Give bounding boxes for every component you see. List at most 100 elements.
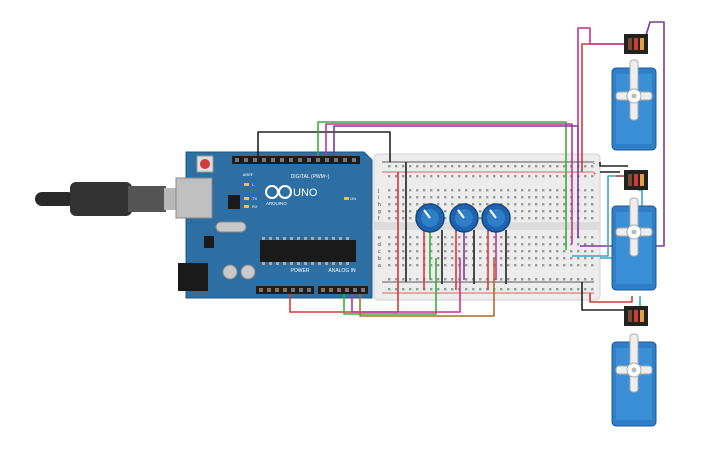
breadboard-hole xyxy=(563,257,566,260)
rail-hole xyxy=(479,175,482,178)
breadboard-hole xyxy=(388,243,391,246)
breadboard-hole xyxy=(514,210,517,213)
rail-hole xyxy=(507,288,510,291)
voltage-regulator xyxy=(204,236,214,248)
breadboard-hole xyxy=(584,236,587,239)
breadboard-hole xyxy=(542,203,545,206)
breadboard-hole xyxy=(570,250,573,253)
breadboard-hole xyxy=(577,264,580,267)
breadboard-hole xyxy=(556,210,559,213)
wire-purple-pin xyxy=(333,125,579,238)
l-label: L xyxy=(252,182,255,187)
breadboard-hole xyxy=(451,257,454,260)
breadboard-hole xyxy=(542,236,545,239)
potentiometer-1[interactable] xyxy=(415,203,445,233)
breadboard-hole xyxy=(465,257,468,260)
breadboard-hole xyxy=(395,203,398,206)
reset-button[interactable] xyxy=(200,159,210,169)
usb-chip xyxy=(228,195,240,209)
breadboard-hole xyxy=(444,189,447,192)
breadboard-hole xyxy=(570,243,573,246)
rail-hole xyxy=(409,278,412,281)
rail-hole xyxy=(542,278,545,281)
rail-hole xyxy=(486,175,489,178)
breadboard-hole xyxy=(528,243,531,246)
rail-hole xyxy=(444,278,447,281)
wire-servo3-gnd xyxy=(581,282,630,311)
servo-motor-1[interactable] xyxy=(611,34,657,151)
servo-motor-2[interactable] xyxy=(611,170,657,291)
rail-hole xyxy=(584,278,587,281)
minus-rail-label: - xyxy=(593,161,595,167)
atmega-chip xyxy=(260,240,356,262)
rail-hole xyxy=(444,288,447,291)
rail-hole xyxy=(416,165,419,168)
breadboard-hole xyxy=(458,196,461,199)
breadboard-hole xyxy=(591,257,594,260)
breadboard-hole xyxy=(570,257,573,260)
rail-hole xyxy=(591,288,594,291)
breadboard-hole xyxy=(451,236,454,239)
rail-hole xyxy=(591,175,594,178)
servo-motor-3[interactable] xyxy=(611,306,657,427)
breadboard-hole xyxy=(444,210,447,213)
breadboard-hole xyxy=(409,243,412,246)
rail-hole xyxy=(430,278,433,281)
breadboard-hole xyxy=(493,250,496,253)
potentiometer-2[interactable] xyxy=(449,203,479,233)
rail-hole xyxy=(444,165,447,168)
analog-header-label: ANALOG IN xyxy=(328,268,356,274)
breadboard-hole xyxy=(479,189,482,192)
breadboard-hole xyxy=(507,203,510,206)
breadboard-hole xyxy=(528,217,531,220)
row-letter-d: d xyxy=(378,242,381,248)
breadboard-hole xyxy=(430,257,433,260)
rail-hole xyxy=(388,278,391,281)
rail-hole xyxy=(556,288,559,291)
breadboard-hole xyxy=(500,189,503,192)
rail-hole xyxy=(451,175,454,178)
potentiometer-3[interactable] xyxy=(481,203,511,233)
breadboard-hole xyxy=(570,264,573,267)
rail-hole xyxy=(395,165,398,168)
breadboard-hole xyxy=(535,257,538,260)
breadboard-hole xyxy=(451,189,454,192)
row-letter-h: h xyxy=(378,202,381,208)
breadboard-hole xyxy=(465,236,468,239)
breadboard-hole xyxy=(388,250,391,253)
rail-hole xyxy=(465,278,468,281)
breadboard-hole xyxy=(437,189,440,192)
rail-hole xyxy=(549,175,552,178)
rail-hole xyxy=(444,175,447,178)
digital-header xyxy=(232,156,360,164)
rail-hole xyxy=(465,175,468,178)
breadboard-hole xyxy=(584,243,587,246)
arduino-uno-board: DIGITAL (PWM~) AREF UNO ARDUINO TX RX L … xyxy=(175,151,373,299)
breadboard-hole xyxy=(430,264,433,267)
breadboard-hole xyxy=(591,264,594,267)
breadboard-hole xyxy=(584,217,587,220)
rail-hole xyxy=(451,278,454,281)
rail-hole xyxy=(563,175,566,178)
row-letter-b: b xyxy=(378,256,381,262)
rail-hole xyxy=(493,175,496,178)
rail-hole xyxy=(437,288,440,291)
breadboard-hole xyxy=(409,257,412,260)
breadboard-hole xyxy=(535,189,538,192)
rail-hole xyxy=(521,175,524,178)
breadboard-hole xyxy=(437,196,440,199)
breadboard-hole xyxy=(444,243,447,246)
breadboard-hole xyxy=(535,210,538,213)
rail-hole xyxy=(521,278,524,281)
breadboard-hole xyxy=(402,236,405,239)
rail-hole xyxy=(528,288,531,291)
breadboard-hole xyxy=(395,189,398,192)
rail-hole xyxy=(423,165,426,168)
breadboard-hole xyxy=(430,189,433,192)
breadboard-hole xyxy=(591,236,594,239)
breadboard-hole xyxy=(521,236,524,239)
breadboard-hole xyxy=(584,210,587,213)
breadboard-hole xyxy=(423,196,426,199)
rail-hole xyxy=(479,278,482,281)
breadboard-hole xyxy=(388,217,391,220)
